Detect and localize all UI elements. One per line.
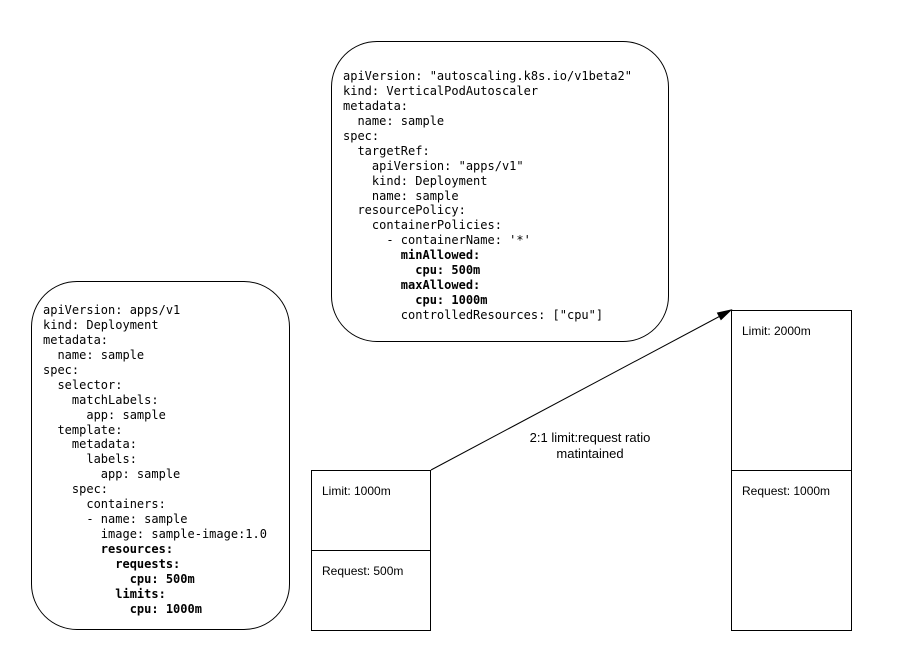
deployment-yaml-line: - name: sample (43, 512, 188, 527)
after-request-rect (731, 470, 852, 631)
vpa-yaml-line: apiVersion: "apps/v1" (343, 158, 524, 173)
vpa-yaml-code: apiVersion: "autoscaling.k8s.io/v1beta2"… (343, 69, 632, 323)
ratio-label-line-1: 2:1 limit:request ratio (529, 430, 651, 445)
deployment-yaml-line: labels: (43, 452, 137, 467)
deployment-yaml-line: template: (43, 422, 123, 437)
vpa-yaml-box: apiVersion: "autoscaling.k8s.io/v1beta2"… (331, 41, 669, 342)
deployment-yaml-line: kind: Deployment (43, 317, 159, 332)
after-limit-rect (731, 310, 852, 471)
after-request-label: Request: 1000m (742, 484, 831, 498)
deployment-yaml-line: name: sample (43, 347, 145, 362)
vpa-yaml-line: spec: (343, 128, 380, 143)
vpa-yaml-line: kind: VerticalPodAutoscaler (343, 83, 539, 98)
after-limit-label: Limit: 2000m (742, 324, 811, 338)
deployment-yaml-line: metadata: (43, 332, 109, 347)
vpa-yaml-line: name: sample (343, 188, 459, 203)
deployment-yaml-line: limits: (43, 586, 166, 601)
vpa-yaml-line: minAllowed: (343, 248, 481, 263)
ratio-arrow (430, 313, 725, 471)
before-request-rect (311, 550, 431, 631)
vpa-yaml-line: maxAllowed: (343, 278, 481, 293)
deployment-yaml-line: app: sample (43, 407, 166, 422)
before-limit-label: Limit: 1000m (322, 484, 391, 498)
deployment-yaml-line: cpu: 1000m (43, 601, 202, 616)
deployment-yaml-line: resources: (43, 542, 174, 556)
vpa-yaml-line: name: sample (343, 113, 445, 128)
vpa-yaml-line: controlledResources: ["cpu"] (343, 308, 604, 322)
vpa-yaml-line: kind: Deployment (343, 173, 488, 188)
deployment-yaml-line: selector: (43, 377, 123, 392)
deployment-yaml-line: containers: (43, 497, 166, 512)
vpa-yaml-line: cpu: 1000m (343, 293, 488, 308)
vpa-yaml-line: resourcePolicy: (343, 203, 466, 218)
deployment-yaml-line: spec: (43, 482, 109, 497)
ratio-label-line-2: matintained (556, 446, 624, 461)
ratio-label: 2:1 limit:request ratio matintained (490, 430, 690, 462)
ratio-arrowhead (716, 309, 733, 321)
vpa-yaml-line: targetRef: (343, 143, 430, 158)
deployment-yaml-line: matchLabels: (43, 392, 159, 407)
deployment-yaml-line: apiVersion: apps/v1 (43, 303, 181, 317)
deployment-yaml-line: image: sample-image:1.0 (43, 527, 267, 542)
deployment-yaml-line: cpu: 500m (43, 571, 195, 586)
deployment-yaml-line: app: sample (43, 467, 181, 482)
vpa-yaml-line: - containerName: '*' (343, 233, 531, 248)
deployment-yaml-line: spec: (43, 362, 80, 377)
deployment-yaml-line: metadata: (43, 437, 137, 452)
before-request-label: Request: 500m (322, 564, 404, 578)
vpa-yaml-line: metadata: (343, 98, 409, 113)
vpa-yaml-line: cpu: 500m (343, 263, 481, 278)
vpa-yaml-line: containerPolicies: (343, 218, 502, 233)
deployment-yaml-line: requests: (43, 556, 181, 571)
vpa-yaml-line: apiVersion: "autoscaling.k8s.io/v1beta2" (343, 69, 632, 83)
